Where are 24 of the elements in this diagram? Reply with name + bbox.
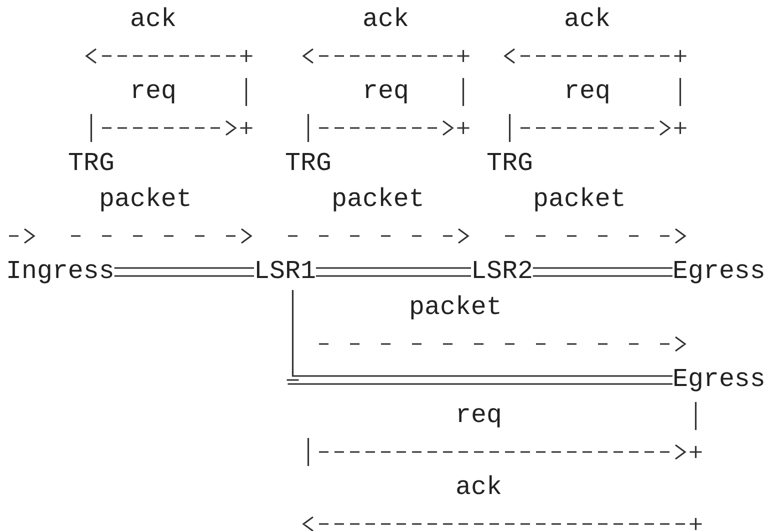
link-line bbox=[114, 267, 255, 277]
router-name: Egress bbox=[672, 254, 766, 290]
router-name: LSR1 bbox=[254, 254, 316, 290]
router-name: LSR2 bbox=[471, 254, 533, 290]
message-label: ack bbox=[456, 472, 502, 504]
router-name: Ingress bbox=[6, 254, 114, 290]
message-label: packet bbox=[533, 184, 626, 216]
message-label: ack bbox=[564, 4, 610, 36]
message-label: req bbox=[130, 76, 176, 108]
message-label: req bbox=[564, 76, 610, 108]
message-label: packet bbox=[409, 292, 502, 324]
message-label: req bbox=[456, 400, 502, 432]
message-label: TRG bbox=[285, 148, 332, 180]
message-label: ack bbox=[362, 4, 409, 36]
link-line bbox=[315, 267, 472, 277]
link-line bbox=[532, 267, 674, 277]
message-label: packet bbox=[332, 184, 424, 216]
message-label: req bbox=[362, 76, 409, 108]
message-label: TRG bbox=[486, 148, 533, 180]
link-line bbox=[286, 289, 674, 385]
router-name: Egress bbox=[672, 362, 766, 398]
message-label: ack bbox=[130, 4, 176, 36]
message-label: packet bbox=[99, 184, 192, 216]
message-label: TRG bbox=[68, 148, 114, 180]
